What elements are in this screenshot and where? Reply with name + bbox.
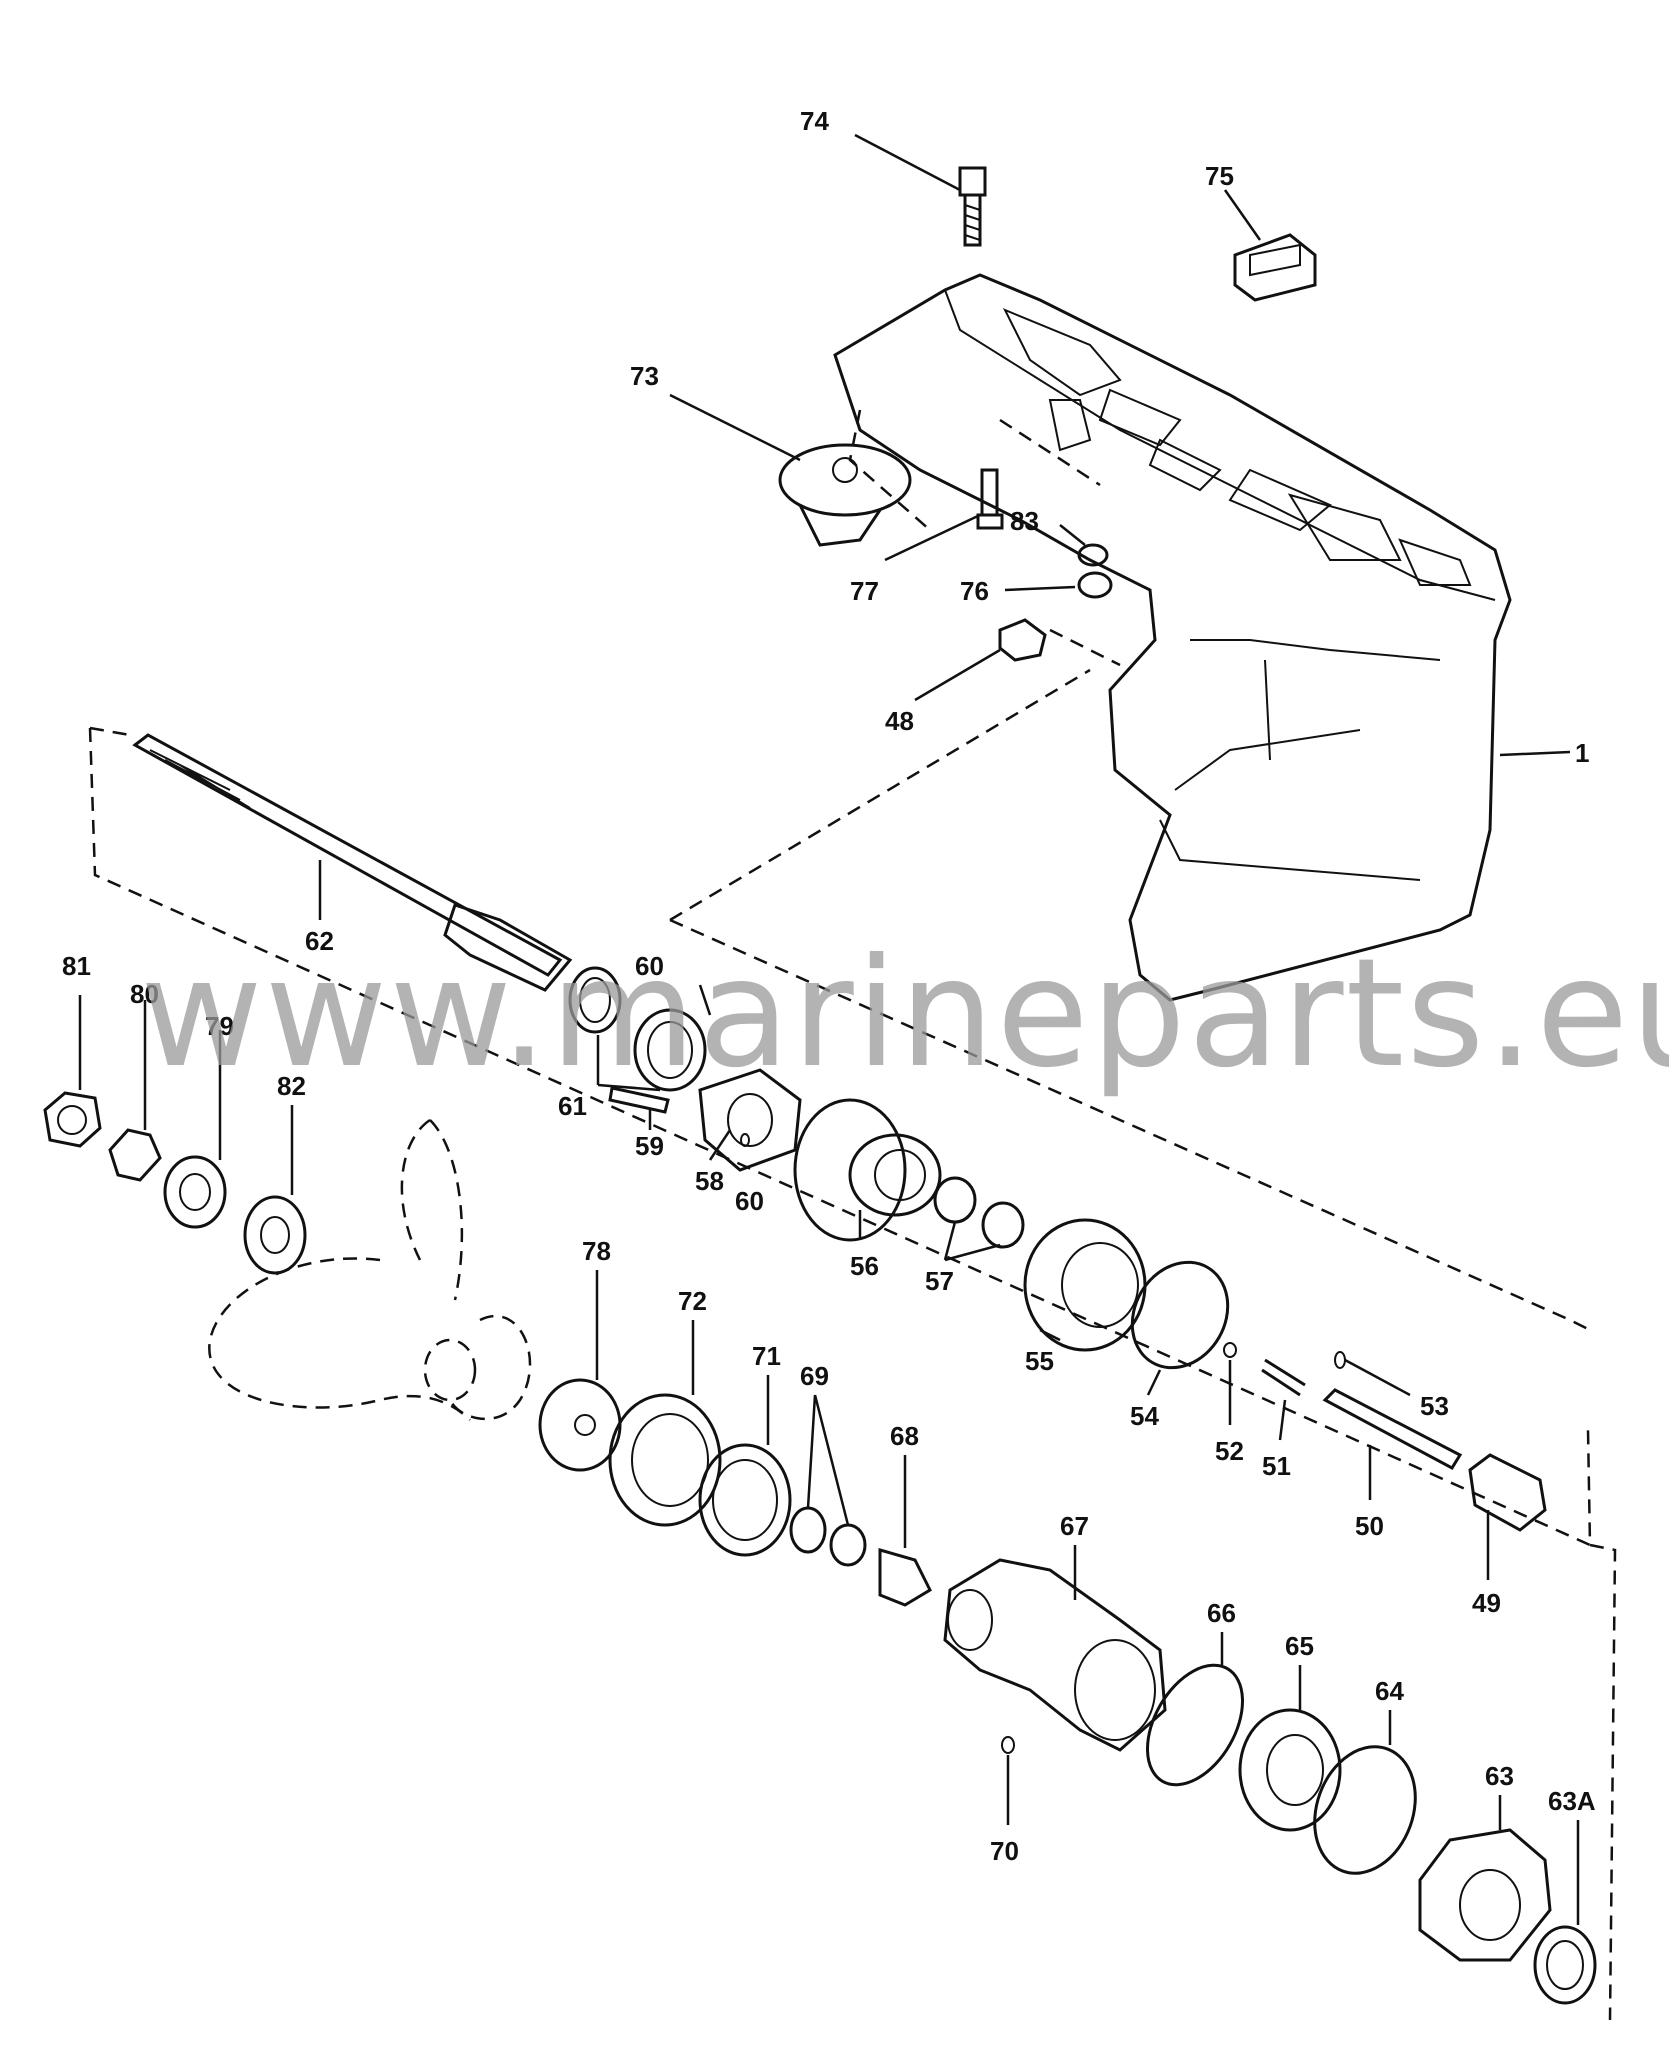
cover-plate-73 <box>778 443 912 547</box>
label-59: 59 <box>635 1131 664 1161</box>
washer-83 <box>1077 543 1109 567</box>
label-71: 71 <box>752 1341 781 1371</box>
pin-59 <box>608 1086 670 1114</box>
label-64: 64 <box>1375 1676 1404 1706</box>
label-76: 76 <box>960 576 989 606</box>
label-83: 83 <box>1010 506 1039 536</box>
seals-69 <box>789 1506 867 1567</box>
label-73: 73 <box>630 361 659 391</box>
bearing-68 <box>878 1548 932 1607</box>
ball-bearing-65 <box>1238 1708 1342 1832</box>
gear-housing <box>833 273 1512 1002</box>
anode-48 <box>998 618 1047 662</box>
propeller-shaft-62 <box>132 733 573 992</box>
label-77: 77 <box>850 576 879 606</box>
prop-nut-81 <box>43 1091 102 1148</box>
bearings-57 <box>933 1176 1025 1249</box>
label-67: 67 <box>1060 1511 1089 1541</box>
label-72: 72 <box>678 1286 707 1316</box>
pin-53 <box>1334 1351 1346 1369</box>
label-51: 51 <box>1262 1451 1291 1481</box>
bearing-72 <box>608 1393 722 1527</box>
label-57: 57 <box>925 1266 954 1296</box>
clip-75 <box>1233 233 1317 302</box>
label-52: 52 <box>1215 1436 1244 1466</box>
forward-gear-63 <box>1418 1828 1552 1962</box>
shim-64 <box>1313 1745 1417 1875</box>
label-50: 50 <box>1355 1511 1384 1541</box>
label-69: 69 <box>800 1361 829 1391</box>
thrust-washer-78 <box>538 1378 622 1472</box>
label-58: 58 <box>695 1166 724 1196</box>
label-81: 81 <box>62 951 91 981</box>
bearing-carrier-67 <box>943 1558 1167 1752</box>
tab-washer-80 <box>108 1128 162 1182</box>
label-60b: 60 <box>735 1186 764 1216</box>
spring-51 <box>1261 1358 1306 1397</box>
ball-52 <box>1223 1342 1237 1358</box>
label-62: 62 <box>305 926 334 956</box>
retainer-71 <box>698 1443 792 1557</box>
leader-lines <box>78 133 1580 1925</box>
reverse-gear-56 <box>793 1098 942 1242</box>
label-66: 66 <box>1207 1598 1236 1628</box>
seal-61 <box>568 966 622 1034</box>
label-61: 61 <box>558 1091 587 1121</box>
screw-77 <box>976 468 1004 530</box>
label-80: 80 <box>130 979 159 1009</box>
cam-49 <box>1468 1453 1547 1532</box>
pin-70 <box>1001 1736 1015 1754</box>
label-49: 49 <box>1472 1588 1501 1618</box>
label-53: 53 <box>1420 1391 1449 1421</box>
part-labels: 74 75 73 77 83 76 48 1 62 81 80 79 82 61… <box>62 106 1596 1866</box>
label-63: 63 <box>1485 1761 1514 1791</box>
shift-shaft-50 <box>1322 1388 1463 1470</box>
assembly-dashed-lines <box>88 409 1617 2021</box>
label-54: 54 <box>1130 1401 1159 1431</box>
label-60a: 60 <box>635 951 664 981</box>
propeller-phantom <box>208 1118 532 1421</box>
label-70: 70 <box>990 1836 1019 1866</box>
thrust-hub-82 <box>243 1195 307 1275</box>
label-79: 79 <box>205 1011 234 1041</box>
bolt-74 <box>958 166 987 247</box>
label-63A: 63A <box>1548 1786 1596 1816</box>
label-1: 1 <box>1575 738 1589 768</box>
label-55: 55 <box>1025 1346 1054 1376</box>
pin-60b <box>740 1133 750 1147</box>
o-ring-66 <box>1146 1663 1244 1787</box>
label-75: 75 <box>1205 161 1234 191</box>
label-68: 68 <box>890 1421 919 1451</box>
clutch-58 <box>698 1068 802 1172</box>
label-82: 82 <box>277 1071 306 1101</box>
label-56: 56 <box>850 1251 879 1281</box>
bearing-63A <box>1533 1925 1597 2005</box>
o-ring-54 <box>1130 1260 1230 1370</box>
nut-76 <box>1077 571 1113 599</box>
spline-washer-79 <box>163 1155 227 1229</box>
label-65: 65 <box>1285 1631 1314 1661</box>
label-74: 74 <box>800 106 829 136</box>
label-78: 78 <box>582 1236 611 1266</box>
bearing-60 <box>633 1008 707 1092</box>
label-48: 48 <box>885 706 914 736</box>
watermark: www.marineparts.eu <box>140 927 1669 1101</box>
